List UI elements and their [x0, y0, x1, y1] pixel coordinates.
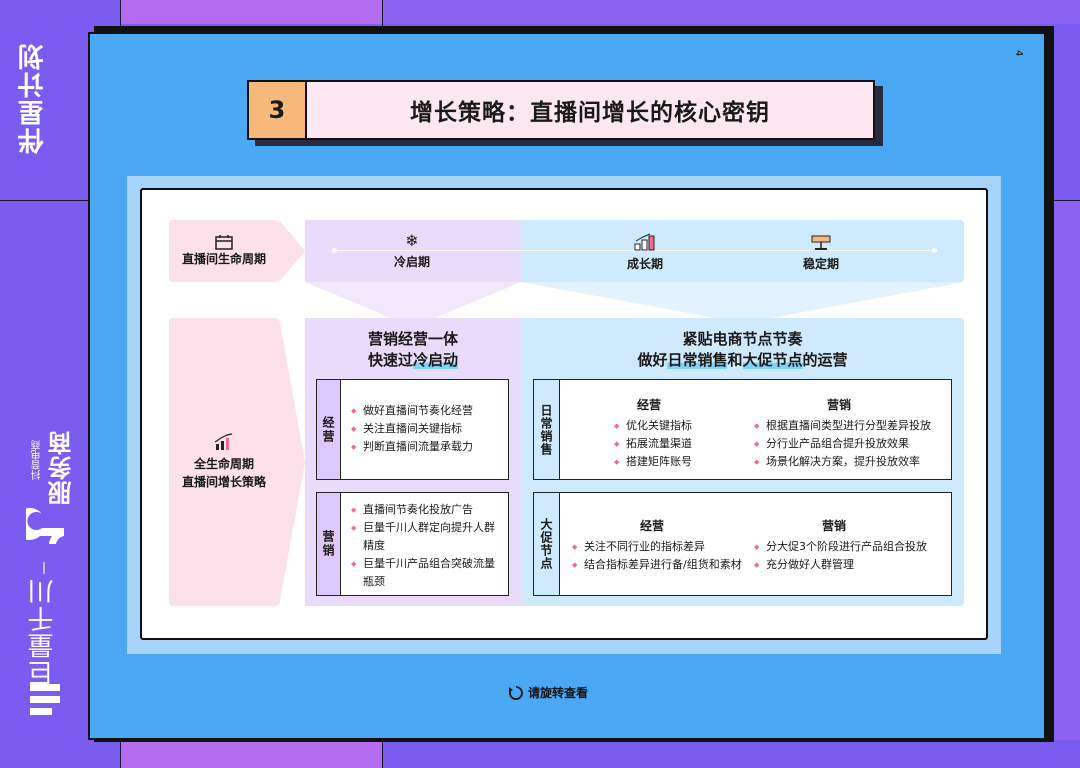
highlight-text: 冷启动: [413, 351, 459, 369]
item-list: 直播间节奏化投放广告 巨量千川人群定向提升人群精度 巨量千川产品组合突破流量瓶颈: [341, 493, 508, 595]
list-item: 充分做好人群管理: [754, 556, 951, 574]
box-tag: 日常销售: [534, 380, 560, 479]
program-title: 伴星计划: [18, 42, 48, 154]
list-item: 判断直播间流量承载力: [351, 438, 473, 456]
timeline-dot: [332, 248, 337, 253]
cold-start-marketing-box: 营销 直播间节奏化投放广告 巨量千川人群定向提升人群精度 巨量千川产品组合突破流…: [316, 492, 509, 596]
item-list: 关注不同行业的指标差异 结合指标差异进行备/组货和素材: [572, 538, 750, 574]
list-item: 直播间节奏化投放广告: [351, 501, 500, 519]
list-item: 场景化解决方案，提升投放效率: [754, 453, 951, 471]
promotion-marketing-col: 营销 分大促3个阶段进行产品组合投放 充分做好人群管理: [750, 493, 951, 595]
balance-icon: [811, 235, 831, 250]
bg-block-top-right: [382, 0, 1080, 24]
snowflake-icon: ❄: [405, 231, 419, 250]
section-number: 3: [249, 82, 307, 138]
timeline-dot: [932, 248, 937, 253]
list-item: 分大促3个阶段进行产品组合投放: [754, 538, 951, 556]
list-item: 巨量千川产品组合突破流量瓶颈: [351, 555, 500, 591]
qianchuan-logo-icon: [30, 684, 60, 715]
item-list: 分大促3个阶段进行产品组合投放 充分做好人群管理: [754, 538, 951, 574]
bg-grid-line: [120, 0, 121, 26]
promotion-operation-col: 经营 关注不同行业的指标差异 结合指标差异进行备/组货和素材: [560, 493, 750, 595]
bg-block-right: [1054, 200, 1080, 740]
bg-block-top-left: [120, 0, 382, 24]
cold-start-heading: 营销经营一体 快速过冷启动: [367, 330, 459, 369]
list-item: 关注不同行业的指标差异: [572, 538, 750, 556]
side-strip: 伴星计划 服务商 抖音电商 巨量千川: [0, 0, 88, 768]
brand-sub-label: 抖音电商: [32, 440, 43, 480]
page-number: 4: [1013, 50, 1024, 57]
bg-grid-line: [0, 200, 88, 201]
highlight-text: 大促节点: [742, 351, 803, 369]
rotate-icon: [509, 685, 523, 700]
rotate-hint: 请旋转查看: [508, 684, 588, 701]
strategy-chart-icon: [214, 433, 233, 450]
phase-cold-start: ❄ 冷启期: [372, 233, 452, 270]
qianchuan-brand: 巨量千川: [28, 578, 58, 686]
list-item: 根据直播间类型进行分型差异投放: [754, 417, 951, 435]
bg-grid-line: [1054, 200, 1080, 201]
strategy-label-line1: 全生命周期: [193, 457, 254, 471]
brand-service-provider: 服务商: [48, 430, 76, 505]
list-item: 分行业产品组合提升投放效果: [754, 435, 951, 453]
daily-marketing-col: 营销 根据直播间类型进行分型差异投放 分行业产品组合提升投放效果 场景化解决方案…: [750, 380, 951, 479]
list-item: 搭建矩阵账号: [614, 453, 750, 471]
bg-grid-line: [120, 740, 121, 768]
promotion-node-box: 大促节点 经营 关注不同行业的指标差异 结合指标差异进行备/组货和素材 营销 分…: [533, 492, 952, 596]
lifecycle-pointer: [279, 220, 305, 282]
highlight-text: 日常销售: [667, 351, 728, 369]
phase-stable: 稳定期: [781, 233, 861, 272]
box-tag: 大促节点: [534, 493, 560, 595]
list-item: 关注直播间关键指标: [351, 420, 473, 438]
daily-operation-col: 经营 优化关键指标 拓展流量渠道 搭建矩阵账号: [560, 380, 750, 479]
list-item: 做好直播间节奏化经营: [351, 402, 473, 420]
sub-heading: 经营: [639, 519, 664, 533]
section-header: 3 增长策略：直播间增长的核心密钥: [247, 80, 875, 140]
bg-grid-line: [382, 740, 383, 768]
douyin-logo-icon: [26, 507, 64, 544]
lifecycle-label-text: 直播间生命周期: [181, 252, 266, 266]
item-list: 根据直播间类型进行分型差异投放 分行业产品组合提升投放效果 场景化解决方案，提升…: [754, 417, 951, 471]
funnel-arrow-right: [521, 282, 964, 318]
sub-heading: 营销: [821, 519, 846, 533]
cold-start-operation-box: 经营 做好直播间节奏化经营 关注直播间关键指标 判断直播间流量承载力: [316, 379, 509, 480]
daily-sales-box: 日常销售 经营 优化关键指标 拓展流量渠道 搭建矩阵账号 营销 根据直播间类型进…: [533, 379, 952, 480]
calendar-icon: [215, 235, 233, 250]
list-item: 拓展流量渠道: [614, 435, 750, 453]
box-tag: 营销: [317, 493, 341, 595]
list-item: 结合指标差异进行备/组货和素材: [572, 556, 750, 574]
item-list: 优化关键指标 拓展流量渠道 搭建矩阵账号: [614, 417, 750, 471]
bg-block-bottom-left: [120, 740, 382, 768]
box-tag: 经营: [317, 380, 341, 479]
item-list: 做好直播间节奏化经营 关注直播间关键指标 判断直播间流量承载力: [341, 380, 473, 479]
sub-heading: 经营: [636, 398, 661, 412]
funnel-arrow-left: [305, 282, 521, 318]
phase-growth: 成长期: [605, 233, 685, 272]
list-item: 巨量千川人群定向提升人群精度: [351, 519, 500, 555]
strategy-label: 全生命周期 直播间增长策略: [169, 318, 279, 606]
lifecycle-label: 直播间生命周期: [169, 220, 279, 282]
sub-heading: 营销: [826, 398, 851, 412]
growth-bar-chart-icon: [634, 233, 655, 251]
section-title: 增长策略：直播间增长的核心密钥: [410, 100, 770, 126]
phase-band-cold: [305, 220, 521, 282]
bg-grid-line: [382, 0, 383, 26]
list-item: 优化关键指标: [614, 417, 750, 435]
phase-band-growth: [521, 220, 964, 282]
strategy-pointer: [279, 318, 305, 606]
side-divider: [43, 562, 45, 574]
strategy-label-line2: 直播间增长策略: [181, 475, 266, 489]
rotate-hint-text: 请旋转查看: [528, 686, 589, 700]
growth-heading: 紧贴电商节点节奏 做好日常销售和大促节点的运营: [637, 330, 848, 369]
